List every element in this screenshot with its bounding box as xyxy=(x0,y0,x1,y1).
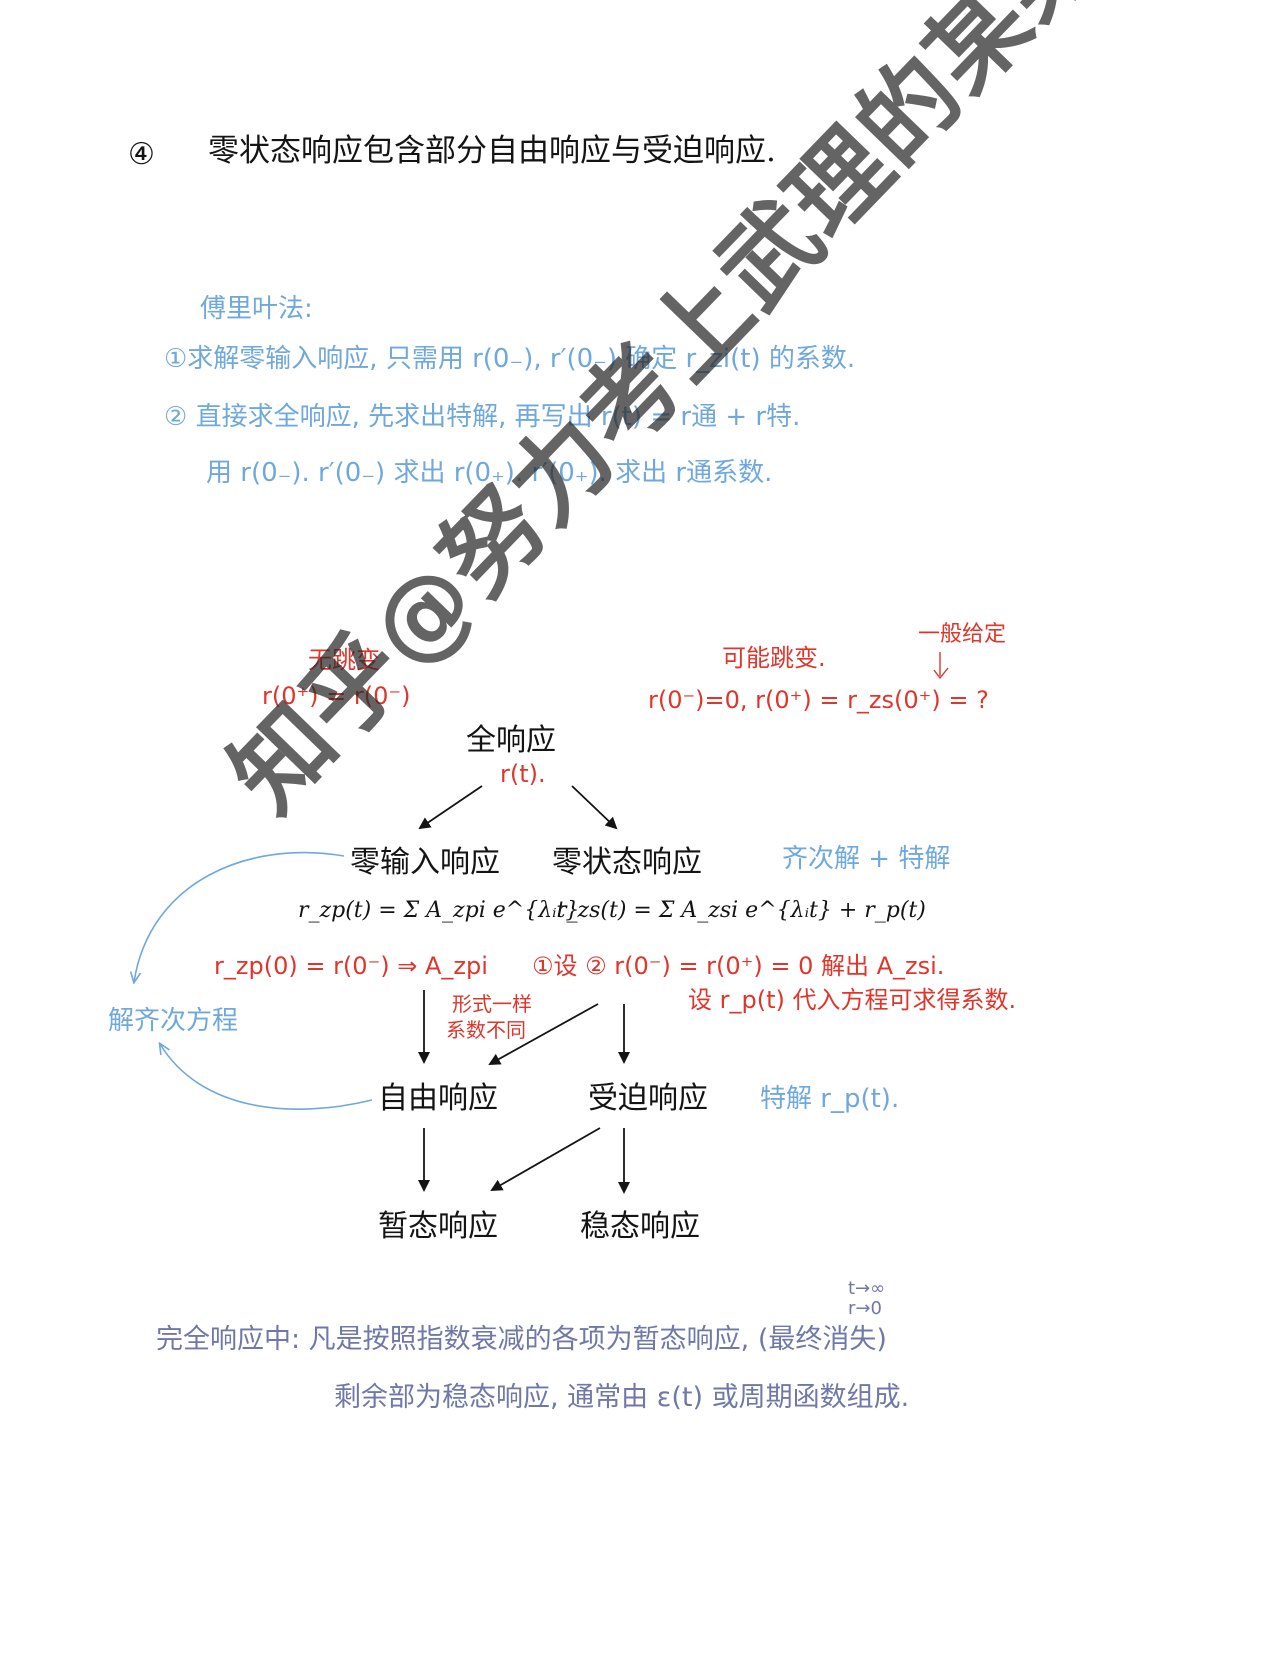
arrow-zero-state-to-free xyxy=(488,1003,599,1065)
zero-input-initial-condition: r_zp(0) = r(0⁻) ⇒ A_zpi xyxy=(214,952,488,980)
full-response-symbol: r(t). xyxy=(500,760,546,788)
limit-t-infinity: t→∞ xyxy=(848,1278,886,1299)
fourier-title: 傅里叶法: xyxy=(200,294,313,324)
item-number: ④ xyxy=(128,137,155,172)
zero-state-formula: r_zs(t) = Σ A_zsi e^{λᵢt} + r_p(t) xyxy=(556,898,926,923)
may-jump-label: 可能跳变. xyxy=(722,644,826,672)
fourier-line-1: ①求解零输入响应, 只需用 r(0₋), r′(0₋) 确定 r_zi(t) 的… xyxy=(164,344,856,374)
curve-zero-input-to-solve-homogeneous xyxy=(134,851,345,982)
no-jump-label: 无跳变 xyxy=(308,646,380,674)
arrow-full-to-zero-input xyxy=(418,785,483,830)
may-jump-equation: r(0⁻)=0, r(0⁺) = r_zs(0⁺) = ? xyxy=(648,686,989,714)
arrow-forced-to-transient xyxy=(490,1127,601,1191)
node-forced-response: 受迫响应 xyxy=(588,1081,708,1116)
form-same-note: 形式一样 xyxy=(452,992,532,1016)
node-transient-response: 暂态响应 xyxy=(378,1209,498,1244)
generally-given-note: 一般给定 xyxy=(918,622,1007,647)
node-full-response: 全响应 xyxy=(466,723,556,758)
coefficient-differs-note: 系数不同 xyxy=(446,1018,526,1042)
arrow-full-to-zero-state xyxy=(571,785,618,830)
node-steady-state-response: 稳态响应 xyxy=(580,1209,700,1244)
zero-input-formula: r_zp(t) = Σ A_zpi e^{λᵢt} xyxy=(298,898,580,923)
fourier-line-3: 用 r(0₋). r′(0₋) 求出 r(0₊). r′(0₊). 求出 r通系… xyxy=(206,458,773,488)
node-zero-input-response: 零输入响应 xyxy=(350,845,500,880)
no-jump-equation: r(0⁺) = r(0⁻) xyxy=(262,682,411,710)
solve-homogeneous-equation: 解齐次方程 xyxy=(108,1006,239,1036)
particular-solution-note: 特解 r_p(t). xyxy=(760,1084,900,1114)
zero-state-step-1: ①设 ② r(0⁻) = r(0⁺) = 0 解出 A_zsi. xyxy=(532,952,945,980)
heading-zero-state-note: 零状态响应包含部分自由响应与受迫响应. xyxy=(208,133,776,169)
summary-line-2: 剩余部为稳态响应, 通常由 ε(t) 或周期函数组成. xyxy=(334,1382,910,1413)
zero-state-step-2: 设 r_p(t) 代入方程可求得系数. xyxy=(688,986,1017,1014)
curve-free-to-solve-homogeneous xyxy=(160,1044,373,1110)
summary-line-1: 完全响应中: 凡是按照指数衰减的各项为暂态响应, (最终消失) xyxy=(156,1324,887,1355)
node-zero-state-response: 零状态响应 xyxy=(552,845,702,880)
node-free-response: 自由响应 xyxy=(378,1081,498,1116)
homogeneous-plus-particular: 齐次解 + 特解 xyxy=(782,844,951,874)
limit-r-zero: r→0 xyxy=(848,1298,882,1319)
fourier-line-2: ② 直接求全响应, 先求出特解, 再写出 r(t) = r通 + r特. xyxy=(164,402,801,432)
